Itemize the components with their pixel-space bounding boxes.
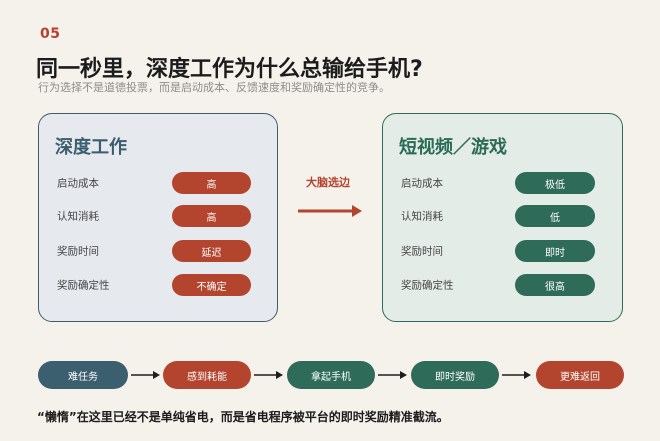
short-video-value-reward-time: 即时: [515, 240, 595, 262]
short-video-row-label-certainty: 奖励确定性: [401, 279, 454, 292]
flow-step-pick-up-phone: 拿起手机: [287, 361, 375, 389]
page-title: 同一秒里，深度工作为什么总输给手机?: [36, 57, 423, 82]
short-video-value-startup: 极低: [515, 172, 595, 194]
deep-work-value-cognitive: 高: [172, 205, 251, 227]
deep-work-row-label-reward-time: 奖励时间: [57, 245, 99, 258]
right-arrow-icon: [298, 205, 362, 217]
flow-step-hard-task: 难任务: [38, 361, 128, 389]
deep-work-row-label-cognitive: 认知消耗: [57, 210, 99, 223]
brain-choice-label: 大脑选边: [306, 176, 350, 189]
flow-step-harder-return: 更难返回: [536, 361, 624, 389]
short-video-card-title: 短视频／游戏: [399, 137, 507, 158]
short-video-row-label-startup: 启动成本: [401, 177, 443, 190]
flow-step-instant-reward: 即时奖励: [411, 361, 499, 389]
deep-work-row-label-certainty: 奖励确定性: [57, 279, 110, 292]
deep-work-value-reward-time: 延迟: [172, 240, 251, 262]
deep-work-row-label-startup: 启动成本: [57, 177, 99, 190]
flow-step-feel-drained: 感到耗能: [163, 361, 251, 389]
deep-work-card: 深度工作 启动成本 高 认知消耗 高 奖励时间 延迟 奖励确定性 不确定: [38, 113, 278, 322]
short-video-row-label-reward-time: 奖励时间: [401, 245, 443, 258]
flow-arrow-icon: [254, 371, 283, 379]
short-video-value-cognitive: 低: [515, 205, 595, 227]
flow-arrow-icon: [502, 371, 531, 379]
flow-arrow-icon: [131, 371, 160, 379]
flow-arrow-icon: [378, 371, 407, 379]
deep-work-value-startup: 高: [172, 172, 251, 194]
footer-caption: “懒惰”在这里已经不是单纯省电，而是省电程序被平台的即时奖励精准截流。: [37, 410, 449, 424]
deep-work-card-title: 深度工作: [55, 137, 127, 158]
short-video-value-certainty: 很高: [515, 274, 595, 296]
short-video-card: 短视频／游戏 启动成本 极低 认知消耗 低 奖励时间 即时 奖励确定性 很高: [382, 113, 623, 322]
section-number: 05: [40, 26, 61, 42]
deep-work-value-certainty: 不确定: [172, 274, 251, 296]
page-subtitle: 行为选择不是道德投票，而是启动成本、反馈速度和奖励确定性的竞争。: [38, 81, 390, 94]
short-video-row-label-cognitive: 认知消耗: [401, 210, 443, 223]
